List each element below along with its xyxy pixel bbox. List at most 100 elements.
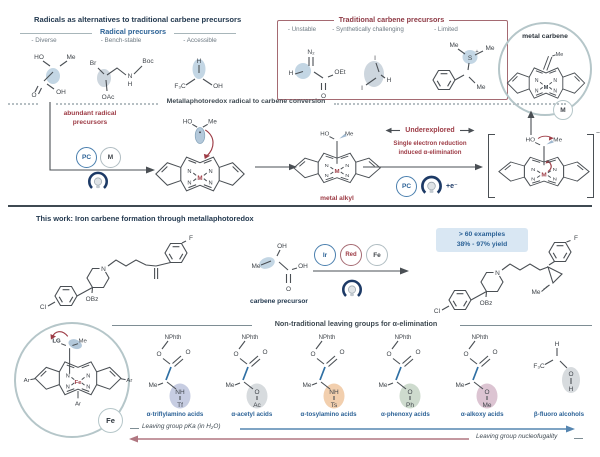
metal-badge: M — [553, 100, 573, 120]
metal-carbene-circle — [498, 22, 592, 116]
alpha-group: NH — [329, 389, 339, 396]
atom-f: F — [189, 235, 193, 242]
diazo-ester-structure: N₂ H OEt O — [289, 49, 346, 100]
bracket-right — [587, 134, 594, 198]
leaving-group-item: NPhth O O Me O Ph H F₃C — [368, 330, 442, 418]
atom-o: O — [321, 93, 326, 100]
leaving-group-structure: NPhth O O Me H F₃C — [533, 341, 580, 393]
atom-n: N — [495, 270, 500, 277]
leaving-groups-row: NPhth O O Me NH Tf H F₃C — [138, 330, 596, 418]
atom-me: Me — [556, 52, 564, 58]
conversion-rule-title: Metallaphotoredox radical to carbene con… — [166, 98, 326, 105]
atom-oac: OAc — [102, 94, 115, 101]
atom-ar: Ar — [24, 378, 30, 384]
trifluoroethanol-structure: H F₃C OH — [174, 58, 223, 90]
light-bulb-icon — [88, 171, 108, 189]
badge-label: Fe — [373, 251, 381, 259]
bullet-dash: - — [31, 37, 34, 44]
metal-carbene-structure: Me M — [506, 52, 586, 99]
traditional-item-limited: - Limited — [424, 26, 468, 33]
leaving-group-structure: NPhth O O Me O Me H F₃C — [456, 335, 498, 409]
plus-electron-label: +e⁻ — [446, 183, 458, 190]
atom-me: Me — [449, 42, 458, 49]
figure-title: Radicals as alternatives to traditional … — [34, 15, 242, 24]
atom-me: Me — [251, 263, 260, 270]
pka-arrow — [240, 425, 575, 433]
alpha-group: NH — [175, 389, 185, 396]
atom-o: O — [185, 349, 190, 356]
atom-oh: OH — [277, 243, 287, 250]
photocatalyst-badge: PC — [396, 176, 417, 197]
atom-ho: HO — [34, 54, 44, 61]
photocatalyst-badge: PC — [76, 147, 97, 168]
leaving-group-item: NPhth O O Me O Me H F₃C — [445, 330, 519, 418]
bromo-precursor-structure: Br OAc N H Boc — [90, 58, 155, 101]
plus-charge: + — [475, 49, 478, 55]
dotted-rule-far-left — [8, 103, 38, 105]
atom-h: H — [555, 341, 560, 348]
examples-yield-box: > 60 examples 38% - 97% yield — [436, 228, 528, 253]
atom-me: Me — [531, 289, 540, 296]
metal-carbene-label: metal carbene — [522, 33, 568, 40]
atom-o: O — [339, 349, 344, 356]
lactic-acid-structure: HO Me O OH — [31, 54, 75, 99]
leaving-group-item: NPhth O O Me NH Ts H F₃C — [292, 330, 366, 418]
atom-cl: Cl — [40, 304, 47, 311]
radical-item-bench-stable: - Bench-stable — [92, 37, 150, 44]
leaving-group-structure: NPhth O O Me O Ac H F₃C — [225, 335, 267, 409]
metal-badge: M — [100, 147, 121, 168]
metal-alkyl-complex: HO Me M — [293, 132, 381, 184]
atom-f: F — [574, 235, 578, 242]
bottom-title-line-right — [460, 325, 592, 326]
examples-count: > 60 examples — [458, 231, 506, 238]
item-label: Diverse — [35, 37, 57, 44]
radical-feed-arrow — [49, 102, 155, 174]
leaving-group-structure: NPhth O O Me O Ph H F₃C — [379, 335, 421, 409]
atom-me: Me — [148, 382, 157, 389]
atom-br: Br — [90, 60, 97, 67]
atom-me: Me — [302, 382, 311, 389]
alpha-group-sub: Me — [483, 402, 492, 409]
iron-catalyst-badge: Fe — [366, 244, 388, 266]
leaving-group-label: α-alkoxy acids — [460, 411, 504, 418]
atom-n2: N₂ — [307, 49, 315, 56]
light-bulb-icon — [342, 279, 362, 297]
atom-oh: OH — [298, 263, 308, 270]
leaving-group-item: NPhth O O Me H F₃C — [522, 330, 596, 418]
abundant-radical-label: abundant radical precursors — [42, 109, 138, 127]
atom-o: O — [310, 351, 315, 358]
bullet-dash: - — [183, 37, 186, 44]
diiodomethane-structure: I I H — [361, 55, 392, 92]
atom-h: H — [387, 77, 392, 84]
atom-ho: HO — [526, 138, 536, 143]
this-work-title: This work: Iron carbene formation throug… — [36, 214, 254, 223]
alpha-group-sub: H — [569, 386, 574, 393]
iridium-catalyst-badge: Ir — [314, 244, 336, 266]
underexplored-label: Underexplored — [405, 127, 455, 134]
nucleofugality-dash — [574, 438, 583, 439]
atom-me: Me — [553, 138, 562, 143]
leaving-group-item: NPhth O O Me NH Tf H F₃C — [138, 330, 212, 418]
underexplored-header: Underexplored — [366, 127, 494, 134]
yield-range: 38% - 97% yield — [456, 241, 508, 249]
leaving-groups-title: Non-traditional leaving groups for α-eli… — [274, 319, 438, 328]
carbene-precursor-structure: OH Me OH O — [251, 243, 308, 293]
iron-porphyrin-structure: LG Me Fe Ar Ar Ar — [24, 331, 132, 408]
atom-cl: Cl — [434, 308, 441, 315]
atom-me: Me — [66, 54, 75, 61]
atom-obz: OBz — [480, 300, 493, 307]
atom-me: Me — [225, 382, 234, 389]
radical-addition-complex: HO Me M — [155, 118, 245, 192]
arrow-right-icon — [459, 127, 475, 134]
negative-charge: − — [595, 130, 600, 137]
atom-nphth: NPhth — [472, 335, 489, 341]
carbene-precursor-label: carbene precursor — [250, 298, 308, 305]
underexplored-sub2: induced α-elimination — [398, 149, 462, 156]
leaving-group-label: β-fluoro alcohols — [533, 411, 585, 418]
reaction-arrow — [313, 267, 409, 275]
atom-o: O — [233, 351, 238, 358]
item-label: Limited — [437, 26, 458, 33]
atom-h: H — [128, 81, 133, 88]
atom-o: O — [286, 286, 291, 293]
atom-me: Me — [379, 382, 388, 389]
